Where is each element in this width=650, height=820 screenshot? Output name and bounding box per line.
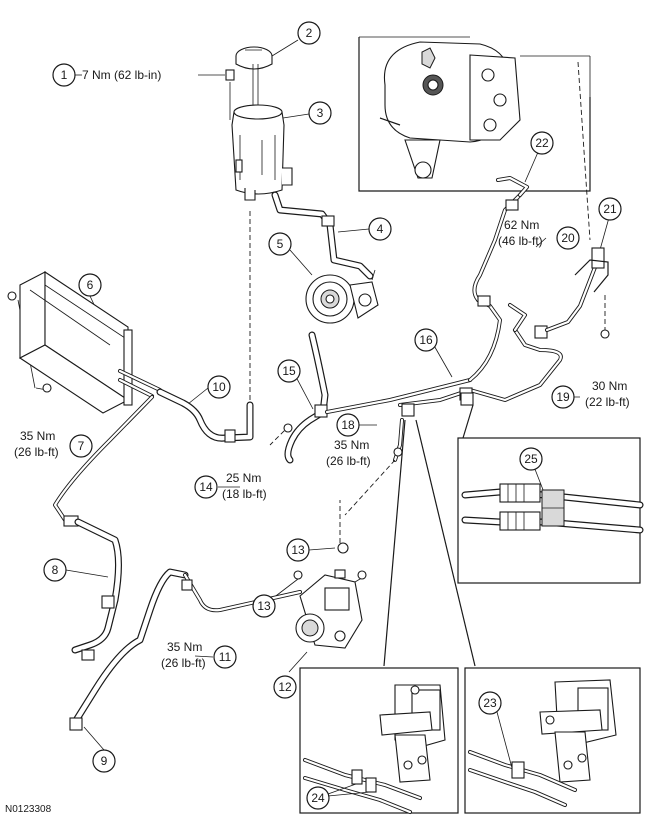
- return-line: [156, 208, 254, 443]
- torque-1: 7 Nm (62 lb-in): [82, 68, 161, 82]
- callout-16: 16: [414, 328, 438, 352]
- svg-text:24: 24: [311, 791, 325, 805]
- callout-19: 19: [551, 385, 575, 409]
- callout-1: 1: [52, 63, 76, 87]
- svg-text:14: 14: [199, 480, 213, 494]
- cooler-outlet-line: [53, 395, 154, 661]
- inset-24: [299, 667, 459, 814]
- reservoir-assembly: [225, 46, 293, 201]
- callout-23: 23: [478, 691, 502, 715]
- callout-20: 20: [556, 226, 580, 250]
- callout-9: 9: [92, 749, 116, 773]
- svg-text:22: 22: [535, 136, 549, 150]
- svg-text:25: 25: [524, 452, 538, 466]
- callout-8: 8: [43, 558, 67, 582]
- torque-7-lbft: (26 lb-ft): [14, 445, 59, 459]
- callout-21: 21: [598, 197, 622, 221]
- svg-text:15: 15: [282, 364, 296, 378]
- svg-text:4: 4: [377, 222, 384, 236]
- svg-text:21: 21: [603, 202, 617, 216]
- leader-23: [496, 711, 513, 769]
- steering-gear: [293, 500, 367, 649]
- callout-15: 15: [277, 359, 301, 383]
- callout-2: 2: [297, 21, 321, 45]
- callout-22: 22: [530, 131, 554, 155]
- callout-7: 7: [69, 434, 93, 458]
- torque-18-lbft: (26 lb-ft): [326, 454, 371, 468]
- callout-13a: 13: [286, 538, 310, 562]
- leader-24a: [327, 783, 357, 795]
- torque-11-nm: 35 Nm: [167, 640, 202, 654]
- inset-23: [464, 667, 641, 814]
- svg-text:16: 16: [419, 333, 433, 347]
- leader-24b: [327, 791, 371, 797]
- torque-19-nm: 30 Nm: [592, 379, 627, 393]
- torque-11-lbft: (26 lb-ft): [161, 656, 206, 670]
- callout-5: 5: [268, 232, 292, 256]
- svg-text:13: 13: [291, 543, 305, 557]
- callout-25: 25: [519, 447, 543, 471]
- svg-text:5: 5: [277, 237, 284, 251]
- svg-text:10: 10: [212, 380, 226, 394]
- svg-text:2: 2: [306, 26, 313, 40]
- power-steering-pump: [305, 269, 379, 324]
- svg-text:20: 20: [561, 231, 575, 245]
- callout-6: 6: [78, 273, 102, 297]
- torque-20-nm: 62 Nm: [504, 218, 539, 232]
- torque-7-nm: 35 Nm: [20, 429, 55, 443]
- callout-10: 10: [207, 375, 231, 399]
- svg-text:1: 1: [61, 68, 68, 82]
- gear-return-line: [69, 568, 302, 731]
- callout-24: 24: [306, 786, 330, 810]
- svg-text:6: 6: [87, 278, 94, 292]
- svg-text:23: 23: [483, 696, 497, 710]
- callout-3: 3: [308, 101, 332, 125]
- pressure-hose: [269, 331, 472, 464]
- torque-14-lbft: (18 lb-ft): [222, 487, 267, 501]
- svg-text:7: 7: [78, 439, 85, 453]
- svg-text:9: 9: [101, 754, 108, 768]
- svg-text:12: 12: [278, 680, 292, 694]
- callout-11: 11: [213, 645, 237, 669]
- illustration-reference: N0123308: [5, 804, 52, 815]
- supply-lines: [398, 61, 610, 407]
- cooler: [7, 270, 162, 414]
- torque-19-lbft: (22 lb-ft): [585, 395, 630, 409]
- callout-14: 14: [194, 475, 218, 499]
- callout-12: 12: [273, 675, 297, 699]
- torque-20-lbft: (46 lb-ft): [498, 234, 543, 248]
- booster-inset: [358, 36, 591, 192]
- svg-text:3: 3: [317, 106, 324, 120]
- callout-13b: 13: [252, 594, 276, 618]
- callout-4: 4: [368, 217, 392, 241]
- callout-18: 18: [336, 413, 360, 437]
- torque-14-nm: 25 Nm: [226, 471, 261, 485]
- svg-text:18: 18: [341, 418, 355, 432]
- svg-text:11: 11: [219, 650, 232, 664]
- torque-18-nm: 35 Nm: [334, 438, 369, 452]
- svg-text:13: 13: [257, 599, 271, 613]
- inset-25: [457, 437, 644, 584]
- reservoir-to-pump-hose: [271, 191, 374, 280]
- svg-text:8: 8: [52, 563, 59, 577]
- brackets: [344, 392, 476, 667]
- svg-text:19: 19: [556, 390, 570, 404]
